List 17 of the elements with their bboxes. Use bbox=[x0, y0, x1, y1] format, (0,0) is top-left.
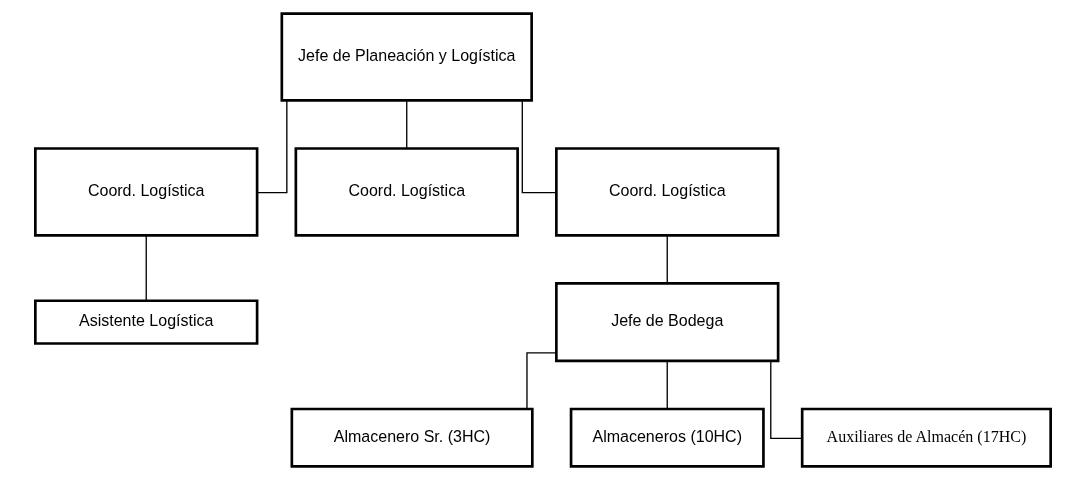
connector bbox=[666, 360, 668, 410]
node-box: Auxiliares de Almacén (17HC) bbox=[800, 407, 1052, 468]
node-box: Asistente Logística bbox=[34, 299, 259, 345]
connector bbox=[406, 99, 408, 149]
node-box: Coord. Logística bbox=[555, 147, 780, 237]
connector bbox=[666, 234, 668, 284]
node-box: Almaceneros (10HC) bbox=[569, 407, 765, 468]
connector bbox=[770, 360, 803, 440]
node-box: Almacenero Sr. (3HC) bbox=[290, 407, 534, 468]
connector bbox=[145, 234, 147, 302]
connector bbox=[521, 99, 557, 194]
node-box: Jefe de Bodega bbox=[555, 282, 780, 363]
node-box: Jefe de Planeación y Logística bbox=[280, 12, 533, 102]
node-box: Coord. Logística bbox=[34, 147, 259, 237]
connector bbox=[256, 99, 288, 194]
connector bbox=[526, 352, 557, 410]
node-box: Coord. Logística bbox=[294, 147, 519, 237]
